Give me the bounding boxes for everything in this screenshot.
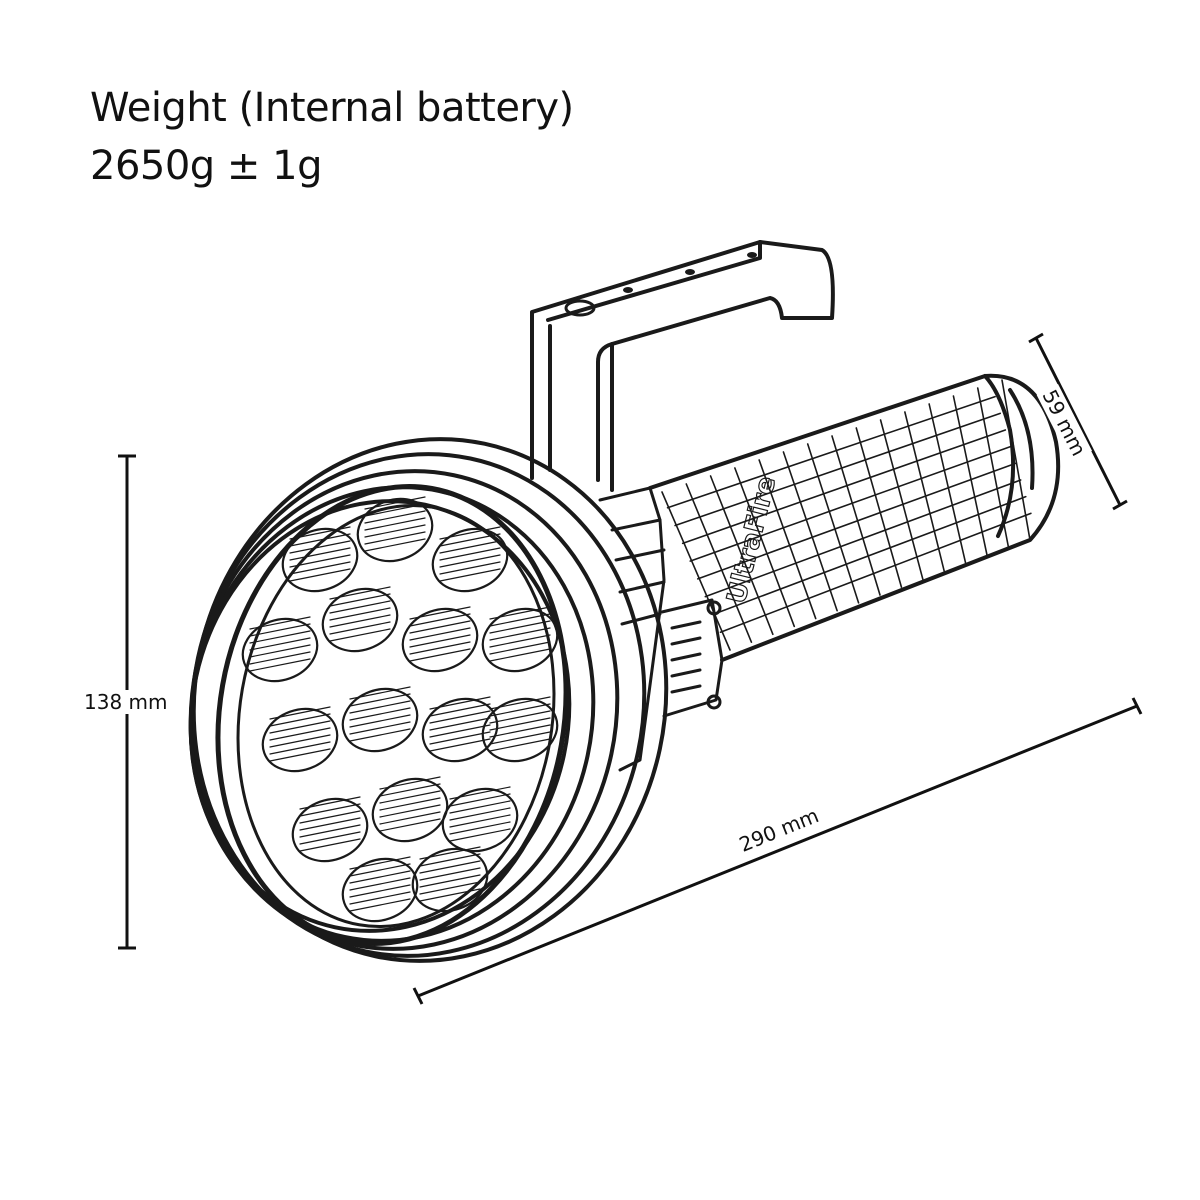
handle <box>530 240 835 492</box>
handle-holes <box>623 252 757 293</box>
reflector-hatching <box>249 496 551 912</box>
battery-tube <box>648 373 1061 662</box>
diameter-dimension-line <box>1028 332 1128 511</box>
lens <box>215 484 569 946</box>
knurling-pattern <box>661 379 1032 651</box>
cooling-fins <box>598 486 724 772</box>
led-reflectors <box>241 497 559 923</box>
weight-value: 2650g ± 1g <box>90 143 322 189</box>
length-dimension-line <box>412 697 1143 1005</box>
handle-switch <box>564 299 596 317</box>
flashlight-illustration <box>188 240 1061 963</box>
weight-label: Weight (Internal battery) <box>90 85 574 131</box>
height-dimension-label: 138 mm <box>82 690 170 714</box>
brand-logo-text: UltraFire <box>722 473 783 606</box>
